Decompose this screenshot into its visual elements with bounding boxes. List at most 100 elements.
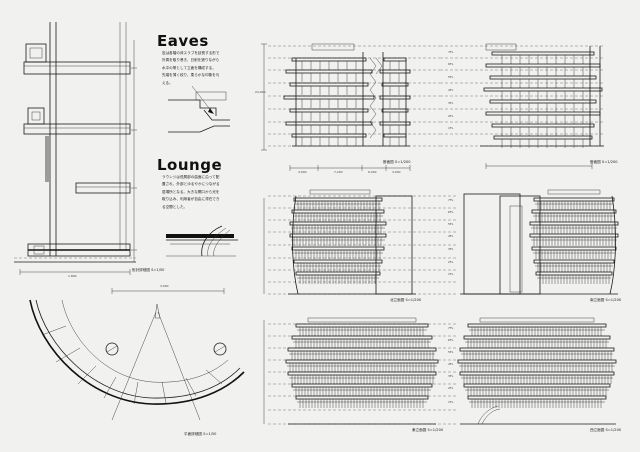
eave-band bbox=[467, 395, 607, 400]
caption-section-a: 断面図 S=1/200 bbox=[383, 160, 411, 164]
rooftop-parapet bbox=[547, 189, 601, 195]
rooftop-parapet bbox=[309, 189, 371, 195]
eave-band bbox=[295, 323, 429, 328]
plan-span-dim: 3,000 bbox=[160, 284, 169, 288]
caption-elevation-south: 南立面図 S=1/200 bbox=[590, 298, 622, 302]
floor-label: 7FL bbox=[448, 198, 454, 202]
caption-elevation-west: 西立面図 S=1/200 bbox=[590, 428, 622, 432]
eave-band bbox=[533, 259, 615, 264]
floor-slab bbox=[285, 121, 373, 126]
floor-label: 2FL bbox=[448, 386, 454, 390]
eaves-title: Eaves bbox=[157, 32, 209, 50]
eave-band bbox=[291, 335, 433, 340]
floor-label: 3FL bbox=[448, 374, 454, 378]
eave-band bbox=[535, 271, 613, 276]
floor-slab bbox=[383, 133, 407, 138]
eave-band bbox=[287, 347, 437, 352]
floor-slab bbox=[485, 111, 601, 116]
floor-label: 1FL bbox=[448, 400, 454, 404]
lounge-title: Lounge bbox=[157, 156, 223, 174]
floor-label: 4FL bbox=[448, 362, 454, 366]
floor-slab bbox=[491, 123, 595, 128]
floor-slab bbox=[285, 69, 373, 74]
floor-label: 5FL bbox=[448, 222, 454, 226]
floor-slab bbox=[283, 95, 375, 100]
floor-slab bbox=[491, 51, 595, 56]
caption-elevation-east: 東立面図 S=1/200 bbox=[412, 428, 444, 432]
elevation-west-drawing bbox=[457, 317, 617, 425]
eave-band bbox=[293, 197, 383, 202]
caption-plan-detail: 平面詳細図 S=1/50 bbox=[184, 432, 217, 436]
elevation-south-drawing bbox=[460, 189, 619, 295]
eave-band bbox=[463, 335, 611, 340]
floor-slab bbox=[379, 69, 411, 74]
floor-slab bbox=[291, 57, 367, 62]
floor-slab bbox=[289, 108, 369, 113]
floor-slab bbox=[489, 99, 597, 104]
floor-label: 5FL bbox=[448, 350, 454, 354]
floor-slab bbox=[379, 121, 411, 126]
floor-label: 4FL bbox=[448, 88, 454, 92]
caption-section-detail: 矩計詳細図 S=1/50 bbox=[132, 268, 165, 272]
floor-label: 3FL bbox=[448, 247, 454, 251]
eave-band bbox=[291, 209, 385, 214]
eave-band bbox=[459, 371, 615, 376]
caption-section-b: 断面図 S=1/200 bbox=[590, 160, 618, 164]
eave-band bbox=[531, 209, 617, 214]
floor-slab bbox=[483, 87, 603, 92]
floor-label: 4FL bbox=[448, 234, 454, 238]
section-b-drawing bbox=[440, 43, 604, 169]
eaves-text: 庇は各階の床スラブを延長する形で 外周を取り巻き、日射を遮りながら 水平の帯とし… bbox=[162, 51, 220, 85]
floor-label: 6FL bbox=[448, 338, 454, 342]
eave-band bbox=[285, 359, 439, 364]
eave-band bbox=[529, 221, 619, 226]
sec-a-dim-1: 3,000 bbox=[298, 170, 307, 174]
eave-band bbox=[295, 271, 381, 276]
rooftop-parapet bbox=[479, 317, 595, 323]
eave-band bbox=[293, 259, 383, 264]
sec-a-dim-2: 7,200 bbox=[334, 170, 343, 174]
eave-band bbox=[291, 383, 433, 388]
floor-slab bbox=[383, 57, 407, 62]
floor-slab bbox=[381, 108, 409, 113]
section-a-drawing bbox=[261, 43, 440, 171]
floor-slab bbox=[493, 135, 593, 140]
floor-label: 7FL bbox=[448, 50, 454, 54]
eave-band bbox=[459, 347, 615, 352]
floor-slab bbox=[291, 133, 367, 138]
floor-label: 5FL bbox=[448, 75, 454, 79]
sec-a-height-dim: 24,000 bbox=[255, 90, 266, 94]
floor-slab bbox=[485, 63, 601, 68]
eave-band bbox=[289, 221, 387, 226]
lounge-text: ラウンジは低層部の曲面に沿って配 置され、外部とゆるやかにつながる 居場所となる… bbox=[162, 175, 220, 209]
floor-slab bbox=[381, 82, 409, 87]
section-detail-drawing bbox=[14, 22, 137, 275]
elevation-east-drawing bbox=[263, 317, 456, 425]
floor-label: 2FL bbox=[448, 260, 454, 264]
eave-band bbox=[287, 371, 437, 376]
floor-label: 2FL bbox=[448, 114, 454, 118]
lounge-detail-sketch bbox=[166, 225, 238, 257]
caption-elevation-north: 北立面図 S=1/200 bbox=[390, 298, 422, 302]
floor-label: 7FL bbox=[448, 326, 454, 330]
floor-slab bbox=[489, 75, 597, 80]
eave-band bbox=[289, 233, 387, 238]
floor-label: 3FL bbox=[448, 101, 454, 105]
eave-band bbox=[291, 246, 385, 251]
eave-band bbox=[533, 197, 615, 202]
sec-a-dim-3: 6,000 bbox=[368, 170, 377, 174]
elevation-north-drawing bbox=[263, 189, 456, 295]
floor-slab bbox=[379, 95, 411, 100]
floor-label: 1FL bbox=[448, 272, 454, 276]
floor-label: 1FL bbox=[448, 126, 454, 130]
eave-band bbox=[531, 246, 617, 251]
eave-band bbox=[463, 383, 611, 388]
eave-band bbox=[295, 395, 429, 400]
floor-label: 6FL bbox=[448, 210, 454, 214]
plan-detail-drawing bbox=[29, 288, 245, 421]
eave-band bbox=[467, 323, 607, 328]
floor-label: 6FL bbox=[448, 62, 454, 66]
rooftop-parapet bbox=[307, 317, 417, 323]
